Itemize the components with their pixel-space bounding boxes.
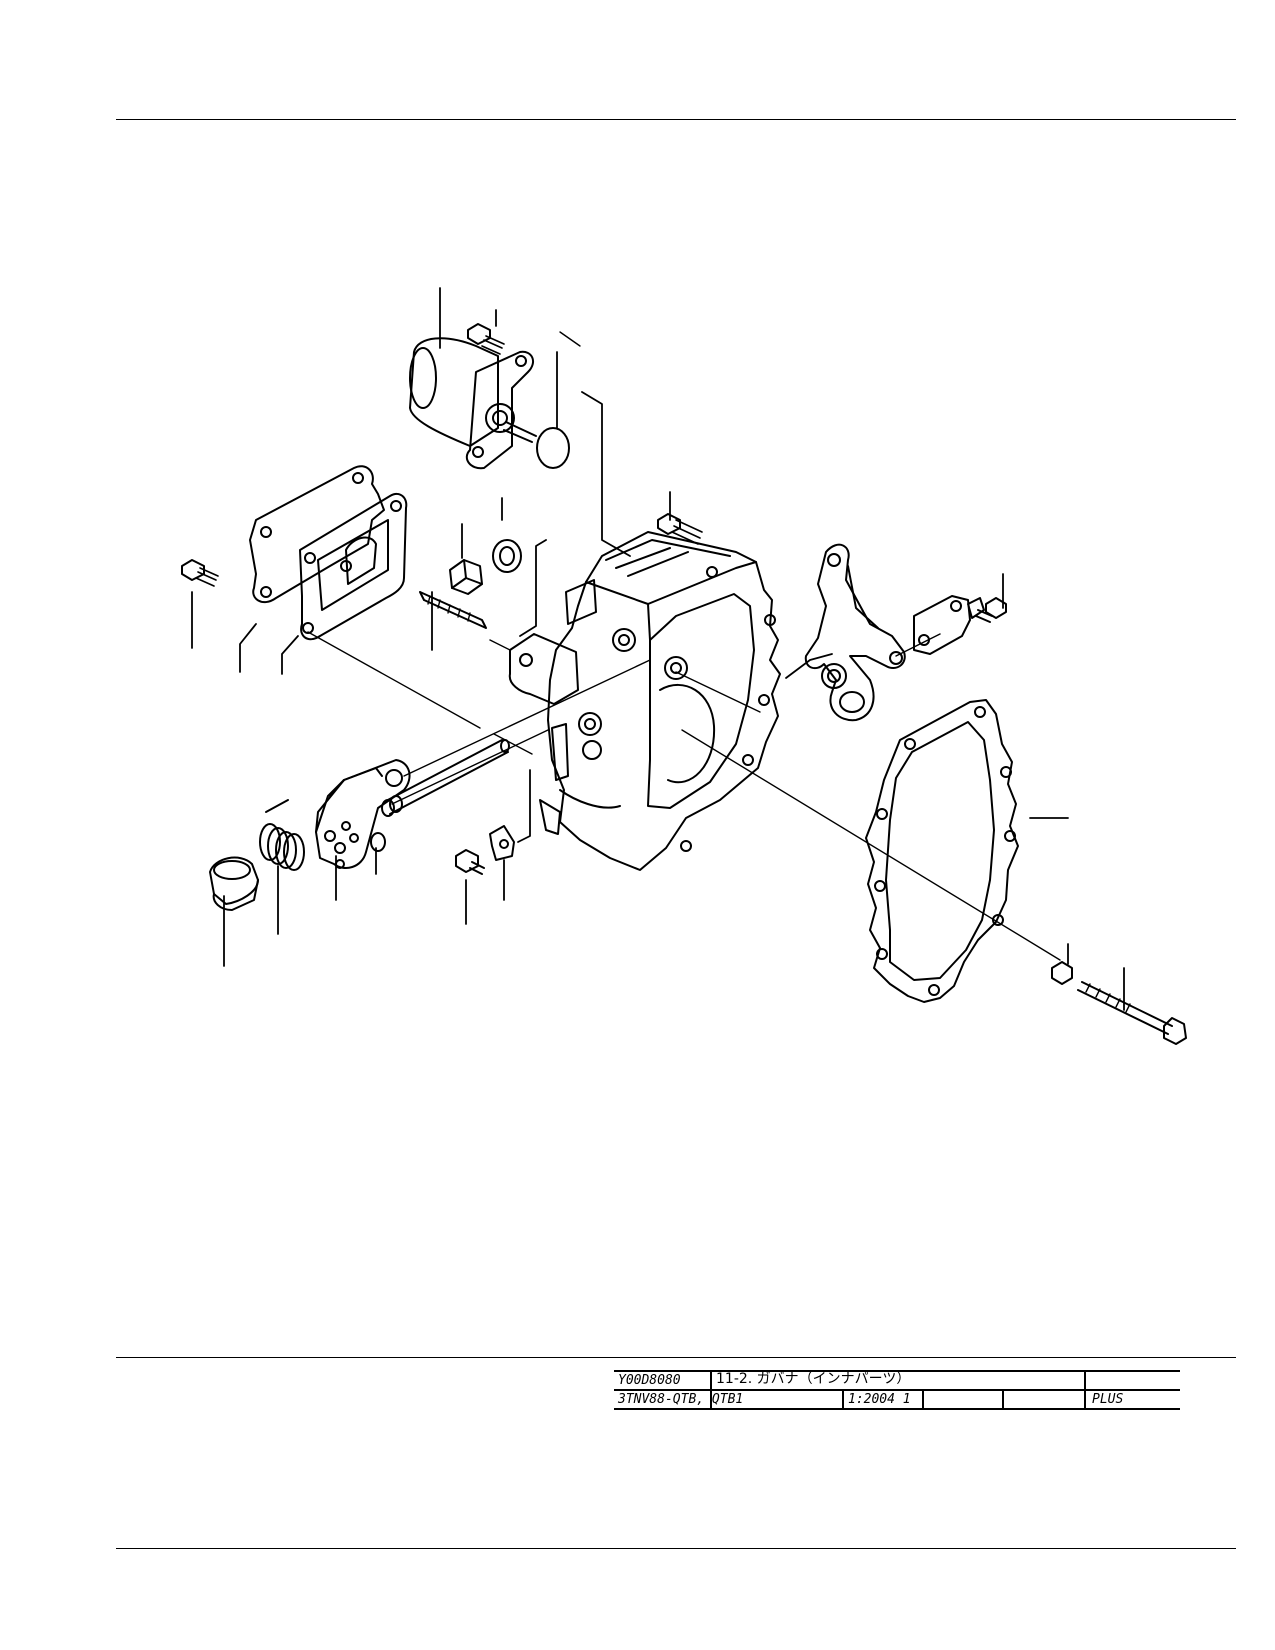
washer xyxy=(492,539,522,573)
hex-nut xyxy=(1051,961,1073,985)
issue-date: 1:2004 1 xyxy=(848,1392,911,1407)
stop-solenoid xyxy=(409,337,537,470)
long-bolt xyxy=(1077,981,1187,1045)
footer-rule-upper xyxy=(116,1357,1236,1358)
housing-gasket xyxy=(865,699,1019,1003)
drawing-number: Y00D8080 xyxy=(618,1373,681,1388)
stud-bolt xyxy=(419,591,487,629)
lock-plate xyxy=(489,825,515,861)
plug xyxy=(449,559,483,595)
spring-plug xyxy=(209,856,259,911)
governor-shaft xyxy=(381,739,510,817)
header-rule xyxy=(116,119,1236,120)
title-block: Y00D8080 11-2. ガバナ（インナパーツ） 3TNV88-QTB, Q… xyxy=(614,1370,1180,1410)
catalog-code: PLUS xyxy=(1092,1392,1124,1407)
governor-lever xyxy=(804,543,906,722)
exploded-parts-diagram xyxy=(181,287,1187,1045)
adjust-plate xyxy=(913,595,985,655)
plate-bolt xyxy=(975,597,1007,623)
snap-ring xyxy=(370,832,386,852)
solenoid-bolt xyxy=(467,323,505,355)
callout-leaders xyxy=(191,287,1125,1011)
bracket-plate xyxy=(508,633,579,705)
drawing-title: 11-2. ガバナ（インナパーツ） xyxy=(716,1371,911,1387)
small-bolt xyxy=(455,849,485,875)
footer-rule-lower xyxy=(116,1548,1236,1549)
governor-lever-plate xyxy=(315,759,411,869)
model-designation: 3TNV88-QTB, QTB1 xyxy=(618,1392,744,1407)
assembly-lines xyxy=(307,331,1061,961)
cover-gasket-inner xyxy=(299,492,408,641)
o-ring xyxy=(536,427,570,469)
governor-housing xyxy=(539,531,781,871)
governor-spring xyxy=(259,799,305,871)
cover-bolt xyxy=(181,559,219,587)
